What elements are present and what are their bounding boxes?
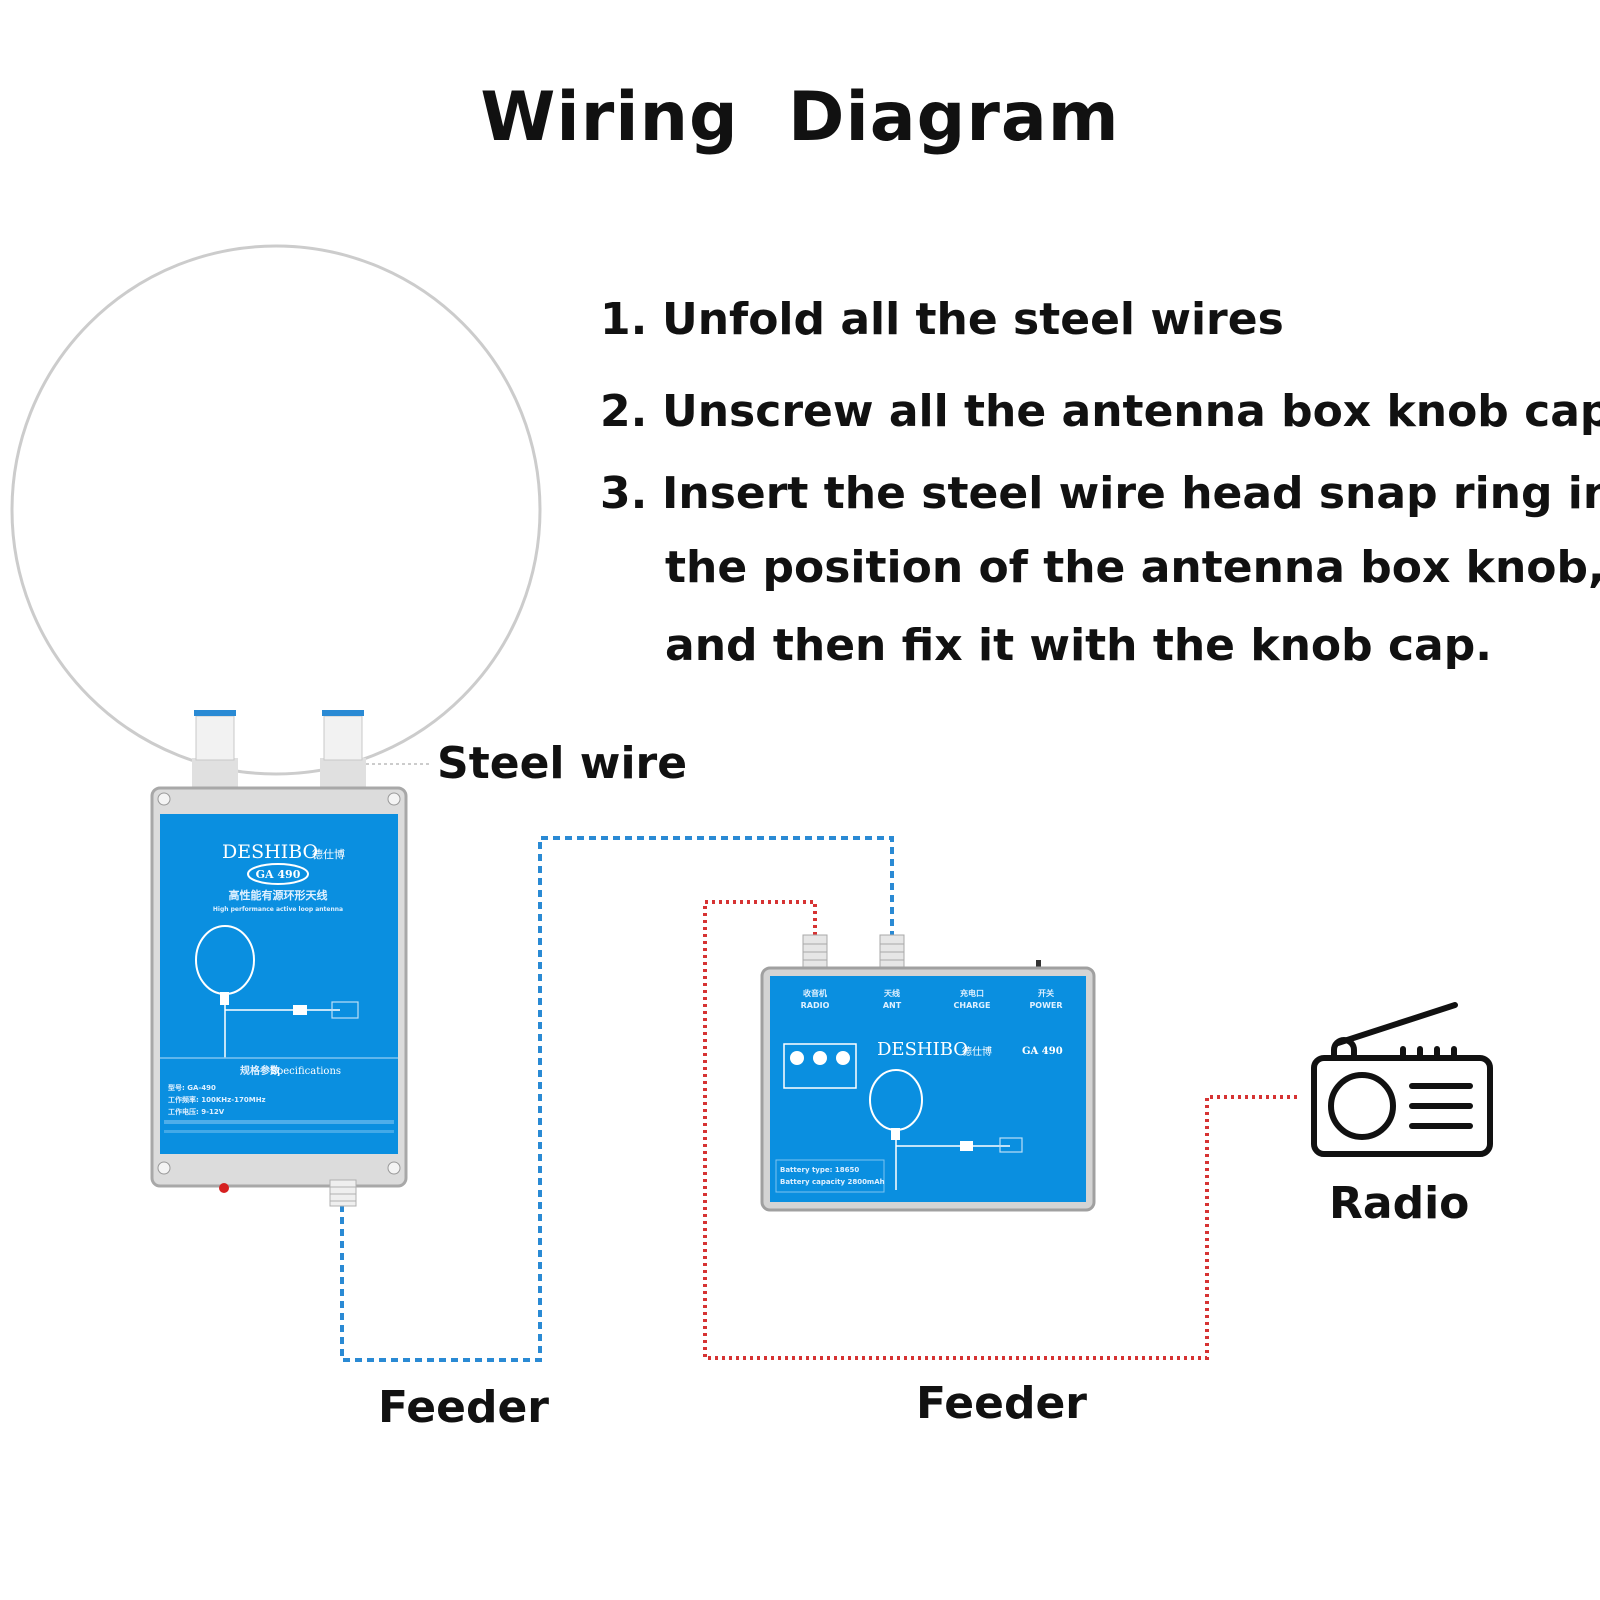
antenna-box-brand: DESHIBO xyxy=(222,841,318,863)
spec-line: 型号: GA-490 xyxy=(168,1083,216,1092)
step-number: 2. xyxy=(600,386,648,437)
battery-type: Battery type: 18650 xyxy=(780,1166,859,1174)
antenna-box-subtitle-en: High performance active loop antenna xyxy=(213,906,343,913)
step-number: 3. xyxy=(600,468,648,519)
page-title: Wiring Diagram xyxy=(480,78,1120,157)
antenna-box: DESHIBO 德仕博 GA 490 高性能有源环形天线 High perfor… xyxy=(150,786,408,1207)
port-ant-cn: 天线 xyxy=(884,988,900,998)
step-text: Unscrew all the antenna box knob caps xyxy=(662,386,1600,437)
antenna-box-brand-cn: 德仕博 xyxy=(312,847,345,861)
amp-box-brand: DESHIBO xyxy=(877,1039,968,1060)
port-charge-cn: 充电口 xyxy=(960,988,984,998)
amplifier-box: 收音机 RADIO 天线 ANT 充电口 CHARGE 开关 POWER DES… xyxy=(760,966,1096,1212)
step-3-line-2: the position of the antenna box knob, xyxy=(665,542,1600,593)
loop-antenna-icon xyxy=(869,1069,1023,1190)
port-charge-en: CHARGE xyxy=(954,1001,991,1010)
steel-wire-loop xyxy=(10,244,542,776)
amp-box-model: GA 490 xyxy=(1022,1046,1063,1057)
feeder-label-left: Feeder xyxy=(378,1382,549,1433)
port-radio-cn: 收音机 xyxy=(803,988,827,998)
steel-wire-label: Steel wire xyxy=(437,738,688,789)
radio-label: Radio xyxy=(1329,1178,1470,1229)
step-3: 3.Insert the steel wire head snap ring i… xyxy=(600,472,1600,516)
feeder-label-right: Feeder xyxy=(916,1378,1087,1429)
spec-heading-cn: 规格参数 xyxy=(240,1064,281,1077)
radio-icon xyxy=(1311,1002,1493,1157)
spec-heading-en: Specifications xyxy=(270,1066,341,1077)
step-text: Unfold all the steel wires xyxy=(662,294,1284,345)
spec-line: 工作电压: 9-12V xyxy=(168,1107,225,1116)
port-power-en: POWER xyxy=(1029,1001,1062,1010)
step-3-line-3: and then fix it with the knob cap. xyxy=(665,620,1492,671)
step-1: 1.Unfold all the steel wires xyxy=(600,298,1284,342)
port-radio-en: RADIO xyxy=(801,1001,830,1010)
port-power-cn: 开关 xyxy=(1038,988,1054,998)
step-text: Insert the steel wire head snap ring int… xyxy=(662,468,1600,519)
step-number: 1. xyxy=(600,294,648,345)
feeder-cable-blue xyxy=(340,836,894,1362)
antenna-box-subtitle-cn: 高性能有源环形天线 xyxy=(229,888,328,902)
amp-connectors xyxy=(802,934,1041,970)
battery-capacity: Battery capacity 2800mAh xyxy=(780,1178,885,1186)
loop-antenna-icon xyxy=(195,925,359,1058)
step-2: 2.Unscrew all the antenna box knob caps xyxy=(600,390,1600,434)
spec-line: 工作频率: 100KHz-170MHz xyxy=(168,1095,266,1104)
port-ant-en: ANT xyxy=(883,1001,902,1010)
antenna-box-model: GA 490 xyxy=(256,868,301,881)
amp-box-brand-cn: 德仕博 xyxy=(962,1045,992,1058)
antenna-box-terminals xyxy=(192,710,366,788)
